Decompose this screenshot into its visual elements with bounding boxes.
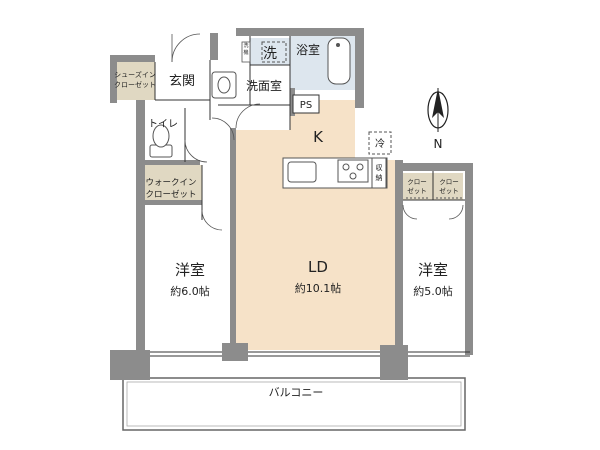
western-left-name: 洋室 [175, 261, 205, 279]
balcony-inner-outline [126, 381, 462, 427]
windows [150, 351, 470, 357]
closet-door-swing-b [448, 204, 464, 220]
fixtures [149, 37, 462, 199]
wash-machine-tap-icon [241, 41, 251, 63]
bath-faucet-icon [336, 43, 340, 47]
kitchen-label: K [313, 128, 324, 146]
ld-name: LD [308, 258, 328, 276]
washbasin-icon [211, 71, 237, 99]
western-room-left-floor [145, 203, 235, 350]
toilet-label: トイレ [148, 119, 178, 130]
entrance-door-swing [171, 33, 201, 63]
washbasin-bowl-icon [217, 76, 231, 94]
hall-door-swing [211, 117, 235, 141]
closet-door-swing-a [402, 204, 418, 220]
western-right-name: 洋室 [418, 261, 448, 279]
bath-label: 浴室 [296, 42, 320, 57]
bathtub-icon [327, 37, 351, 85]
balcony-area [122, 377, 466, 431]
compass-n-label: N [434, 137, 443, 151]
toilet-bowl-icon [152, 124, 170, 148]
wash-small-label-1: 洗 [243, 42, 248, 49]
wall-toilet-bottom [145, 160, 200, 165]
fridge-space-icon [368, 131, 392, 155]
stove-icon [337, 159, 369, 183]
fridge-label: 冷 [375, 137, 385, 150]
shoes-closet-floor [115, 62, 155, 100]
walkin-closet-label-2: クローゼット [145, 189, 196, 200]
washroom-door-swing [235, 103, 261, 129]
burner-1-icon [342, 163, 350, 171]
entrance-label: 玄関 [169, 74, 195, 89]
closet-a-label-1: クロー [407, 178, 427, 186]
washroom-label: 洗面室 [246, 78, 282, 93]
burner-3-icon [349, 172, 357, 180]
wall-bottom-left-pillar [110, 350, 150, 380]
wall-right-top [395, 163, 473, 171]
wash-small-label-2: 機 [243, 49, 248, 56]
ps-box [292, 94, 320, 114]
walls [110, 28, 473, 380]
washer-label: 洗 [263, 46, 277, 62]
closet-b-label-1: クロー [439, 178, 459, 186]
wall-top [236, 28, 364, 36]
left-room-door-swing [201, 209, 223, 231]
storage-label-2: 納 [376, 173, 383, 182]
ps-label: PS [300, 100, 312, 111]
kitchen-storage-box [371, 157, 387, 189]
wall-shoes-top [110, 55, 155, 62]
storage-label-1: 収 [376, 164, 383, 172]
western-right-size: 約5.0帖 [413, 284, 453, 298]
doors [171, 33, 464, 231]
partitions [154, 36, 465, 220]
ld-size: 約10.1帖 [295, 281, 342, 295]
washer-floor [250, 38, 290, 68]
wall-entrance-right [210, 33, 218, 60]
wall-bottom-right-pillar [380, 345, 408, 380]
walkin-closet-floor [140, 165, 202, 205]
wall-bath-right [355, 28, 364, 108]
wall-bottom-mid-pillar [222, 343, 248, 361]
compass: N [427, 88, 449, 151]
shoes-closet-label-1: シューズイン [114, 70, 156, 79]
shoes-closet-label-2: クローゼット [114, 80, 156, 89]
wall-left [136, 100, 145, 362]
labels: シューズイン クローゼット 玄関 洗 浴室 洗面室 PS 洗 機 トイレ K 冷… [114, 42, 459, 399]
burner-2-icon [356, 163, 364, 171]
wall-right-outer [465, 170, 473, 355]
wall-shoes-left [110, 55, 117, 103]
western-left-size: 約6.0帖 [170, 284, 210, 298]
closet-b-label-2: ゼット [439, 186, 459, 195]
entrance-floor [155, 60, 210, 105]
closet-a-label-2: ゼット [407, 186, 427, 195]
washer-space-icon [261, 41, 287, 63]
wall-ld-left [230, 128, 236, 353]
kitchen-sink-icon [287, 161, 317, 183]
balcony-label: バルコニー [269, 386, 324, 399]
western-room-right-floor [403, 200, 465, 350]
toilet-door-swing [184, 139, 208, 163]
walkin-closet-label-1: ウォークイン [145, 178, 196, 188]
wall-right-room-left [395, 160, 403, 360]
wall-closet-bottom [145, 200, 202, 205]
